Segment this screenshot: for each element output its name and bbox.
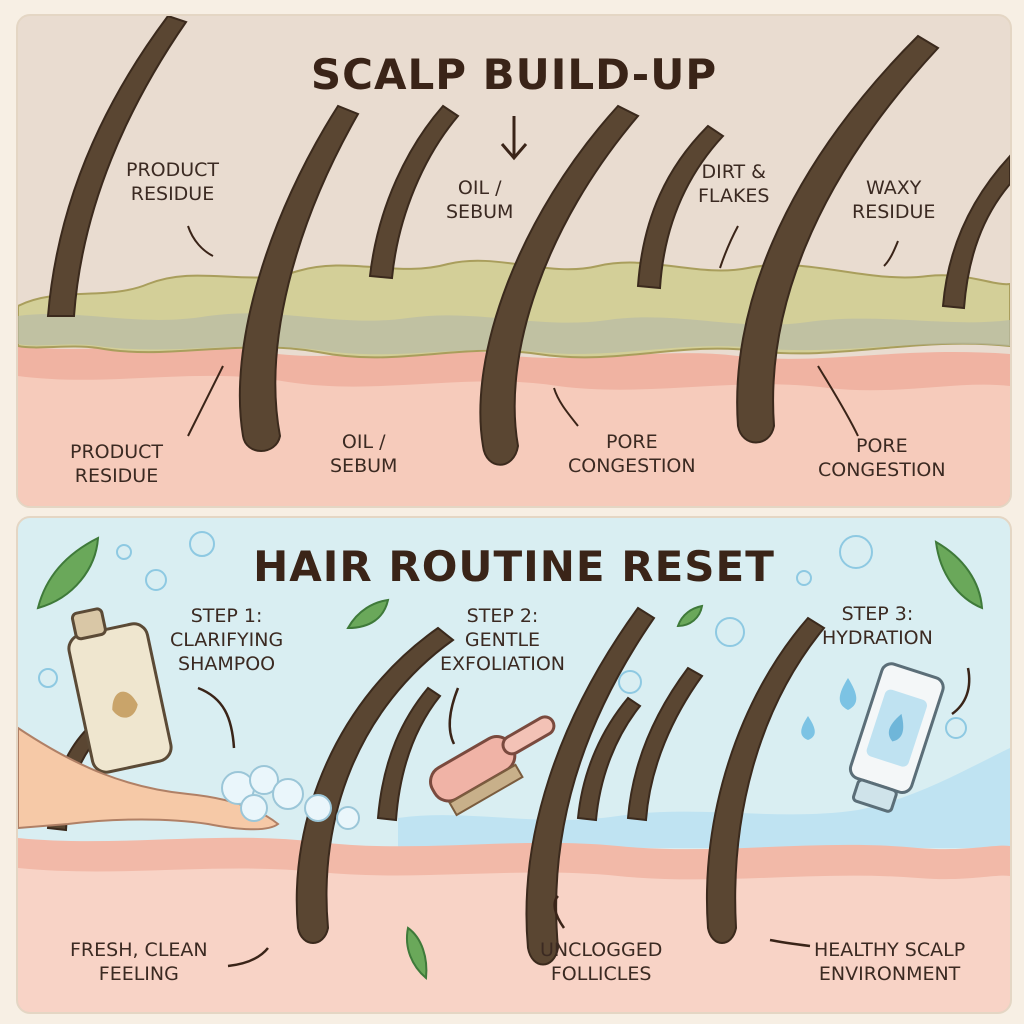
leaf-icon: [406, 926, 428, 981]
hair-strand-follicle: [238, 104, 360, 452]
scalp-buildup-title: SCALP BUILD-UP: [310, 50, 718, 99]
step-3-label: STEP 3:HYDRATION: [822, 603, 933, 649]
hair-strand: [46, 16, 188, 317]
pointer-arrow-icon: [187, 225, 214, 257]
foam-bubbles: [221, 765, 360, 830]
shampoo-bottle-icon: [67, 607, 173, 774]
hair-strand-follicle: [705, 616, 826, 944]
hair-strand: [636, 124, 725, 290]
hair-strand: [368, 104, 460, 280]
dirt-flakes-label: DIRT &FLAKES: [698, 161, 770, 207]
hair-routine-reset-title: HAIR ROUTINE RESET: [253, 542, 775, 591]
leaf-icon: [36, 536, 100, 610]
scalp-deep-layer: [18, 868, 1010, 1012]
step2-arrow-icon: [448, 687, 460, 745]
bubble-icons: [38, 531, 967, 739]
pointer-arrow-icon: [817, 365, 859, 437]
step3-arrow-icon: [951, 667, 971, 716]
hair-strand-follicle: [479, 104, 640, 466]
pointer-arrow-icon: [883, 240, 899, 267]
hair-routine-illustration: [18, 531, 1010, 1012]
hair-strand: [941, 154, 1010, 310]
healthy-arrow-icon: [769, 938, 811, 948]
fresh-arrow-icon: [227, 947, 269, 968]
hair-strand: [576, 696, 642, 822]
water-drop-icons: [801, 678, 857, 740]
pointer-arrow-icon: [553, 387, 579, 427]
hydration-tube-icon: [848, 662, 945, 813]
hair-strand: [376, 686, 442, 822]
hand-icon: [18, 726, 280, 831]
leaf-icon: [346, 598, 390, 630]
hair-strand: [626, 666, 704, 822]
step1-arrow-icon: [197, 686, 236, 749]
down-arrow-icon: [500, 116, 528, 161]
pointer-arrow-icon: [187, 365, 224, 437]
scalp-brush-icon: [429, 715, 556, 817]
oil-sebum-label-top: OIL /SEBUM: [446, 177, 514, 223]
oil-sebum-label-bottom: OIL /SEBUM: [330, 431, 398, 477]
unclogged-arrow-icon: [553, 895, 566, 929]
scalp-buildup-illustration: [18, 16, 1010, 506]
hair-strand-follicle: [525, 606, 656, 966]
hair-strand-follicle: [736, 34, 940, 444]
pointer-arrow-icon: [719, 225, 739, 269]
leaf-icon: [676, 604, 704, 628]
leaf-icon: [934, 540, 984, 610]
